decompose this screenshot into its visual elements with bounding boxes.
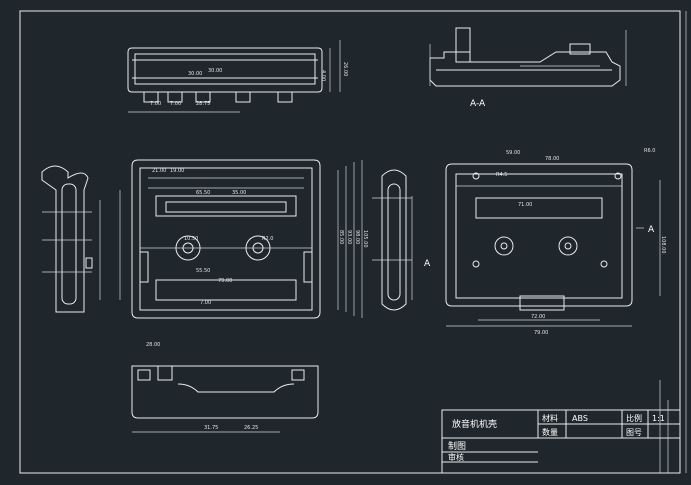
section-label: A-A	[470, 99, 486, 109]
dim-front-10: 93.00	[346, 230, 352, 244]
dim-top-1: 7.00	[150, 101, 161, 107]
dim-bottom-3: 26.25	[244, 425, 258, 431]
material-value: ABS	[572, 414, 588, 423]
dim-front-13: R2.0	[262, 236, 273, 242]
dim-top-2: 7.00	[170, 101, 181, 107]
dim-front-9: 85.00	[338, 230, 344, 244]
title-block: 放音机机壳 材料 ABS 比例 1:1 数量 图号 制图 审核	[441, 380, 681, 474]
bottom-view: 28.00 31.75 26.25	[131, 342, 319, 433]
dim-front-1: 79.00	[218, 278, 232, 284]
dim-bottom-2: 31.75	[204, 425, 218, 431]
dim-front-2: 21.00	[152, 168, 166, 174]
arrow-label-a: A	[648, 225, 655, 235]
dim-rear-2: 59.00	[506, 150, 520, 156]
left-side-view	[41, 165, 101, 313]
dim-front-12: 105.00	[362, 230, 368, 248]
dim-rear-4: 72.00	[531, 314, 545, 320]
top-view: 7.00 7.00 30.00 30.00 28.75 4.00 26.00	[127, 40, 348, 113]
drawing-no-label: 图号	[626, 428, 642, 437]
drawn-label: 制图	[448, 440, 466, 452]
dim-top-4: 30.00	[208, 68, 222, 74]
dim-bottom-1: 28.00	[146, 342, 160, 348]
dim-front-4: 35.00	[232, 190, 246, 196]
scale-label: 比例	[626, 413, 642, 423]
section-a-a-view: A-A	[429, 27, 627, 109]
dim-front-3: 19.00	[170, 168, 184, 174]
dim-rear-6: 108.00	[660, 236, 666, 254]
dim-front-5: 65.50	[196, 190, 210, 196]
dim-rear-7: R4.5	[496, 172, 507, 178]
dim-rear-8: R6.0	[644, 148, 655, 154]
dim-front-7: 7.00	[200, 300, 211, 306]
front-view-main: 79.00 21.00 19.00 35.00 65.50 55.50 7.00…	[119, 159, 368, 319]
dim-top-6: 4.00	[320, 70, 326, 81]
arrow-label-a-2: A	[424, 259, 431, 269]
dim-top-3: 30.00	[188, 71, 202, 77]
middle-side-view	[372, 169, 413, 311]
dim-rear-3: 71.00	[518, 202, 532, 208]
rear-view: A A 78.00 59.00 71.00 72.00 79.00 108.00…	[424, 148, 666, 336]
dim-front-6: 55.50	[196, 268, 210, 274]
checked-label: 审核	[448, 452, 464, 462]
material-label: 材料	[542, 413, 558, 423]
part-name: 放音机机壳	[452, 418, 497, 430]
dim-top-7: 26.00	[342, 62, 348, 76]
sheet-border	[19, 10, 681, 474]
quantity-label: 数量	[542, 427, 558, 437]
dim-front-11: 98.00	[354, 230, 360, 244]
dim-top-5: 28.75	[196, 101, 210, 107]
dim-rear-1: 78.00	[545, 156, 559, 162]
dim-front-8: 10.50	[184, 236, 198, 242]
scale-value: 1:1	[652, 414, 665, 423]
dim-rear-5: 79.00	[534, 330, 548, 336]
